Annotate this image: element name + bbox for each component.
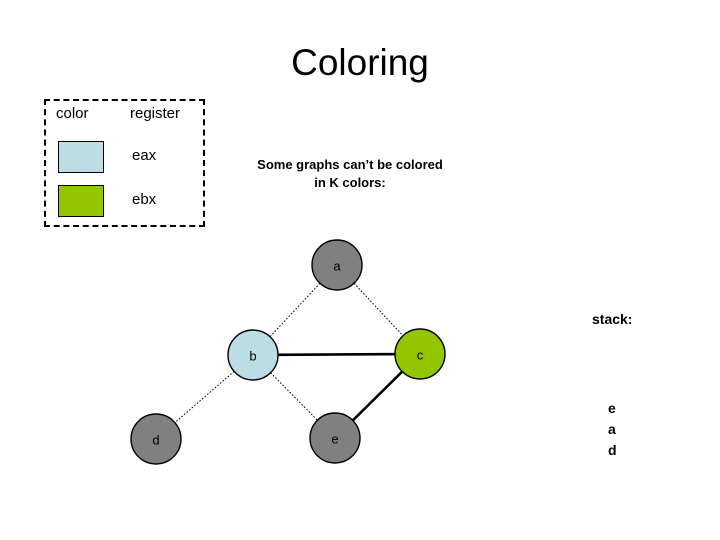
legend-register-label-eax: eax bbox=[132, 147, 157, 164]
graph-node-label-d: d bbox=[152, 433, 159, 448]
color-register-legend: color register eax ebx bbox=[44, 99, 205, 227]
graph-node-label-e: e bbox=[331, 432, 338, 447]
stack-item: d bbox=[608, 442, 617, 458]
caption-text: Some graphs can’t be colored in K colors… bbox=[215, 156, 485, 191]
graph-node-e[interactable]: e bbox=[309, 412, 361, 464]
graph-edge-a-c bbox=[353, 282, 404, 337]
graph-node-circle-c[interactable] bbox=[394, 328, 446, 380]
graph-node-label-a: a bbox=[333, 259, 341, 274]
graph-edge-b-e bbox=[270, 372, 318, 421]
legend-header-register: register bbox=[130, 105, 181, 122]
graph-node-circle-e[interactable] bbox=[309, 412, 361, 464]
graph-node-b[interactable]: b bbox=[227, 329, 279, 381]
color-swatch-ebx bbox=[58, 185, 104, 217]
color-swatch-eax bbox=[58, 141, 104, 173]
graph-node-circle-a[interactable] bbox=[311, 239, 363, 291]
graph-node-a[interactable]: a bbox=[311, 239, 363, 291]
caption-line-2: in K colors: bbox=[314, 174, 386, 190]
graph-node-d[interactable]: d bbox=[130, 413, 182, 465]
graph-edge-layer bbox=[174, 282, 404, 424]
graph-node-circle-d[interactable] bbox=[130, 413, 182, 465]
graph-edge-b-c bbox=[277, 352, 396, 357]
legend-row-ebx: ebx bbox=[46, 183, 203, 219]
graph-node-label-b: b bbox=[249, 349, 256, 364]
stack-item: a bbox=[608, 421, 616, 437]
graph-node-circle-b[interactable] bbox=[227, 329, 279, 381]
graph-edge-c-e bbox=[351, 370, 404, 422]
graph-edge-a-b bbox=[269, 282, 321, 338]
stack-title: stack: bbox=[592, 311, 633, 327]
legend-header-color: color bbox=[56, 105, 89, 122]
graph-node-layer: a b c d e bbox=[130, 239, 446, 465]
legend-register-label-ebx: ebx bbox=[132, 191, 157, 208]
legend-row-eax: eax bbox=[46, 139, 203, 175]
graph-node-label-c: c bbox=[417, 348, 424, 363]
page-title: Coloring bbox=[291, 42, 429, 83]
graph-edge-b-d bbox=[174, 370, 235, 424]
graph-node-c[interactable]: c bbox=[394, 328, 446, 380]
stack-item: e bbox=[608, 400, 616, 416]
caption-line-1: Some graphs can’t be colored bbox=[257, 157, 443, 172]
